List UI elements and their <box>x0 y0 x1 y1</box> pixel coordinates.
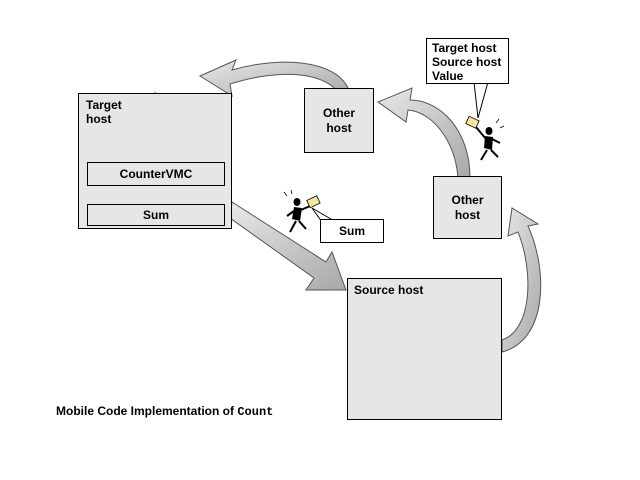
arrow-other2-to-other1 <box>376 87 471 179</box>
sum-callout: Sum <box>320 219 384 243</box>
counter-vmc-box: CounterVMC <box>87 162 225 186</box>
arrow-target-to-source <box>229 201 347 291</box>
caption-code: Count <box>237 405 274 419</box>
agent-figure-carrying-sum <box>283 189 321 233</box>
sum-box: Sum <box>87 204 225 226</box>
target-host-label: Target host <box>86 98 122 126</box>
message-callout-line-3: Value <box>432 69 464 83</box>
message-callout-line-2: Source host <box>432 55 502 69</box>
message-callout-pointer <box>473 81 489 119</box>
message-callout-line-1: Target host <box>432 41 497 55</box>
sum-callout-pointer <box>311 207 337 223</box>
other-host-box-2: Other host <box>433 176 502 239</box>
message-callout: Target host Source host Value <box>426 38 509 84</box>
arrow-other1-to-target <box>198 59 349 98</box>
source-host-label: Source host <box>354 283 424 297</box>
target-host-box: Target host CounterVMC Sum <box>78 93 232 229</box>
other-host-1-label: Other host <box>322 105 355 135</box>
caption-text: Mobile Code Implementation of <box>56 404 238 418</box>
other-host-2-label: Other host <box>451 192 484 222</box>
agent-figure-carrying-message <box>465 115 505 161</box>
source-host-box: Source host <box>347 278 502 420</box>
arrow-source-to-other2 <box>501 207 542 353</box>
diagram-caption: Mobile Code Implementation of Count <box>56 404 273 419</box>
other-host-box-1: Other host <box>304 88 374 153</box>
